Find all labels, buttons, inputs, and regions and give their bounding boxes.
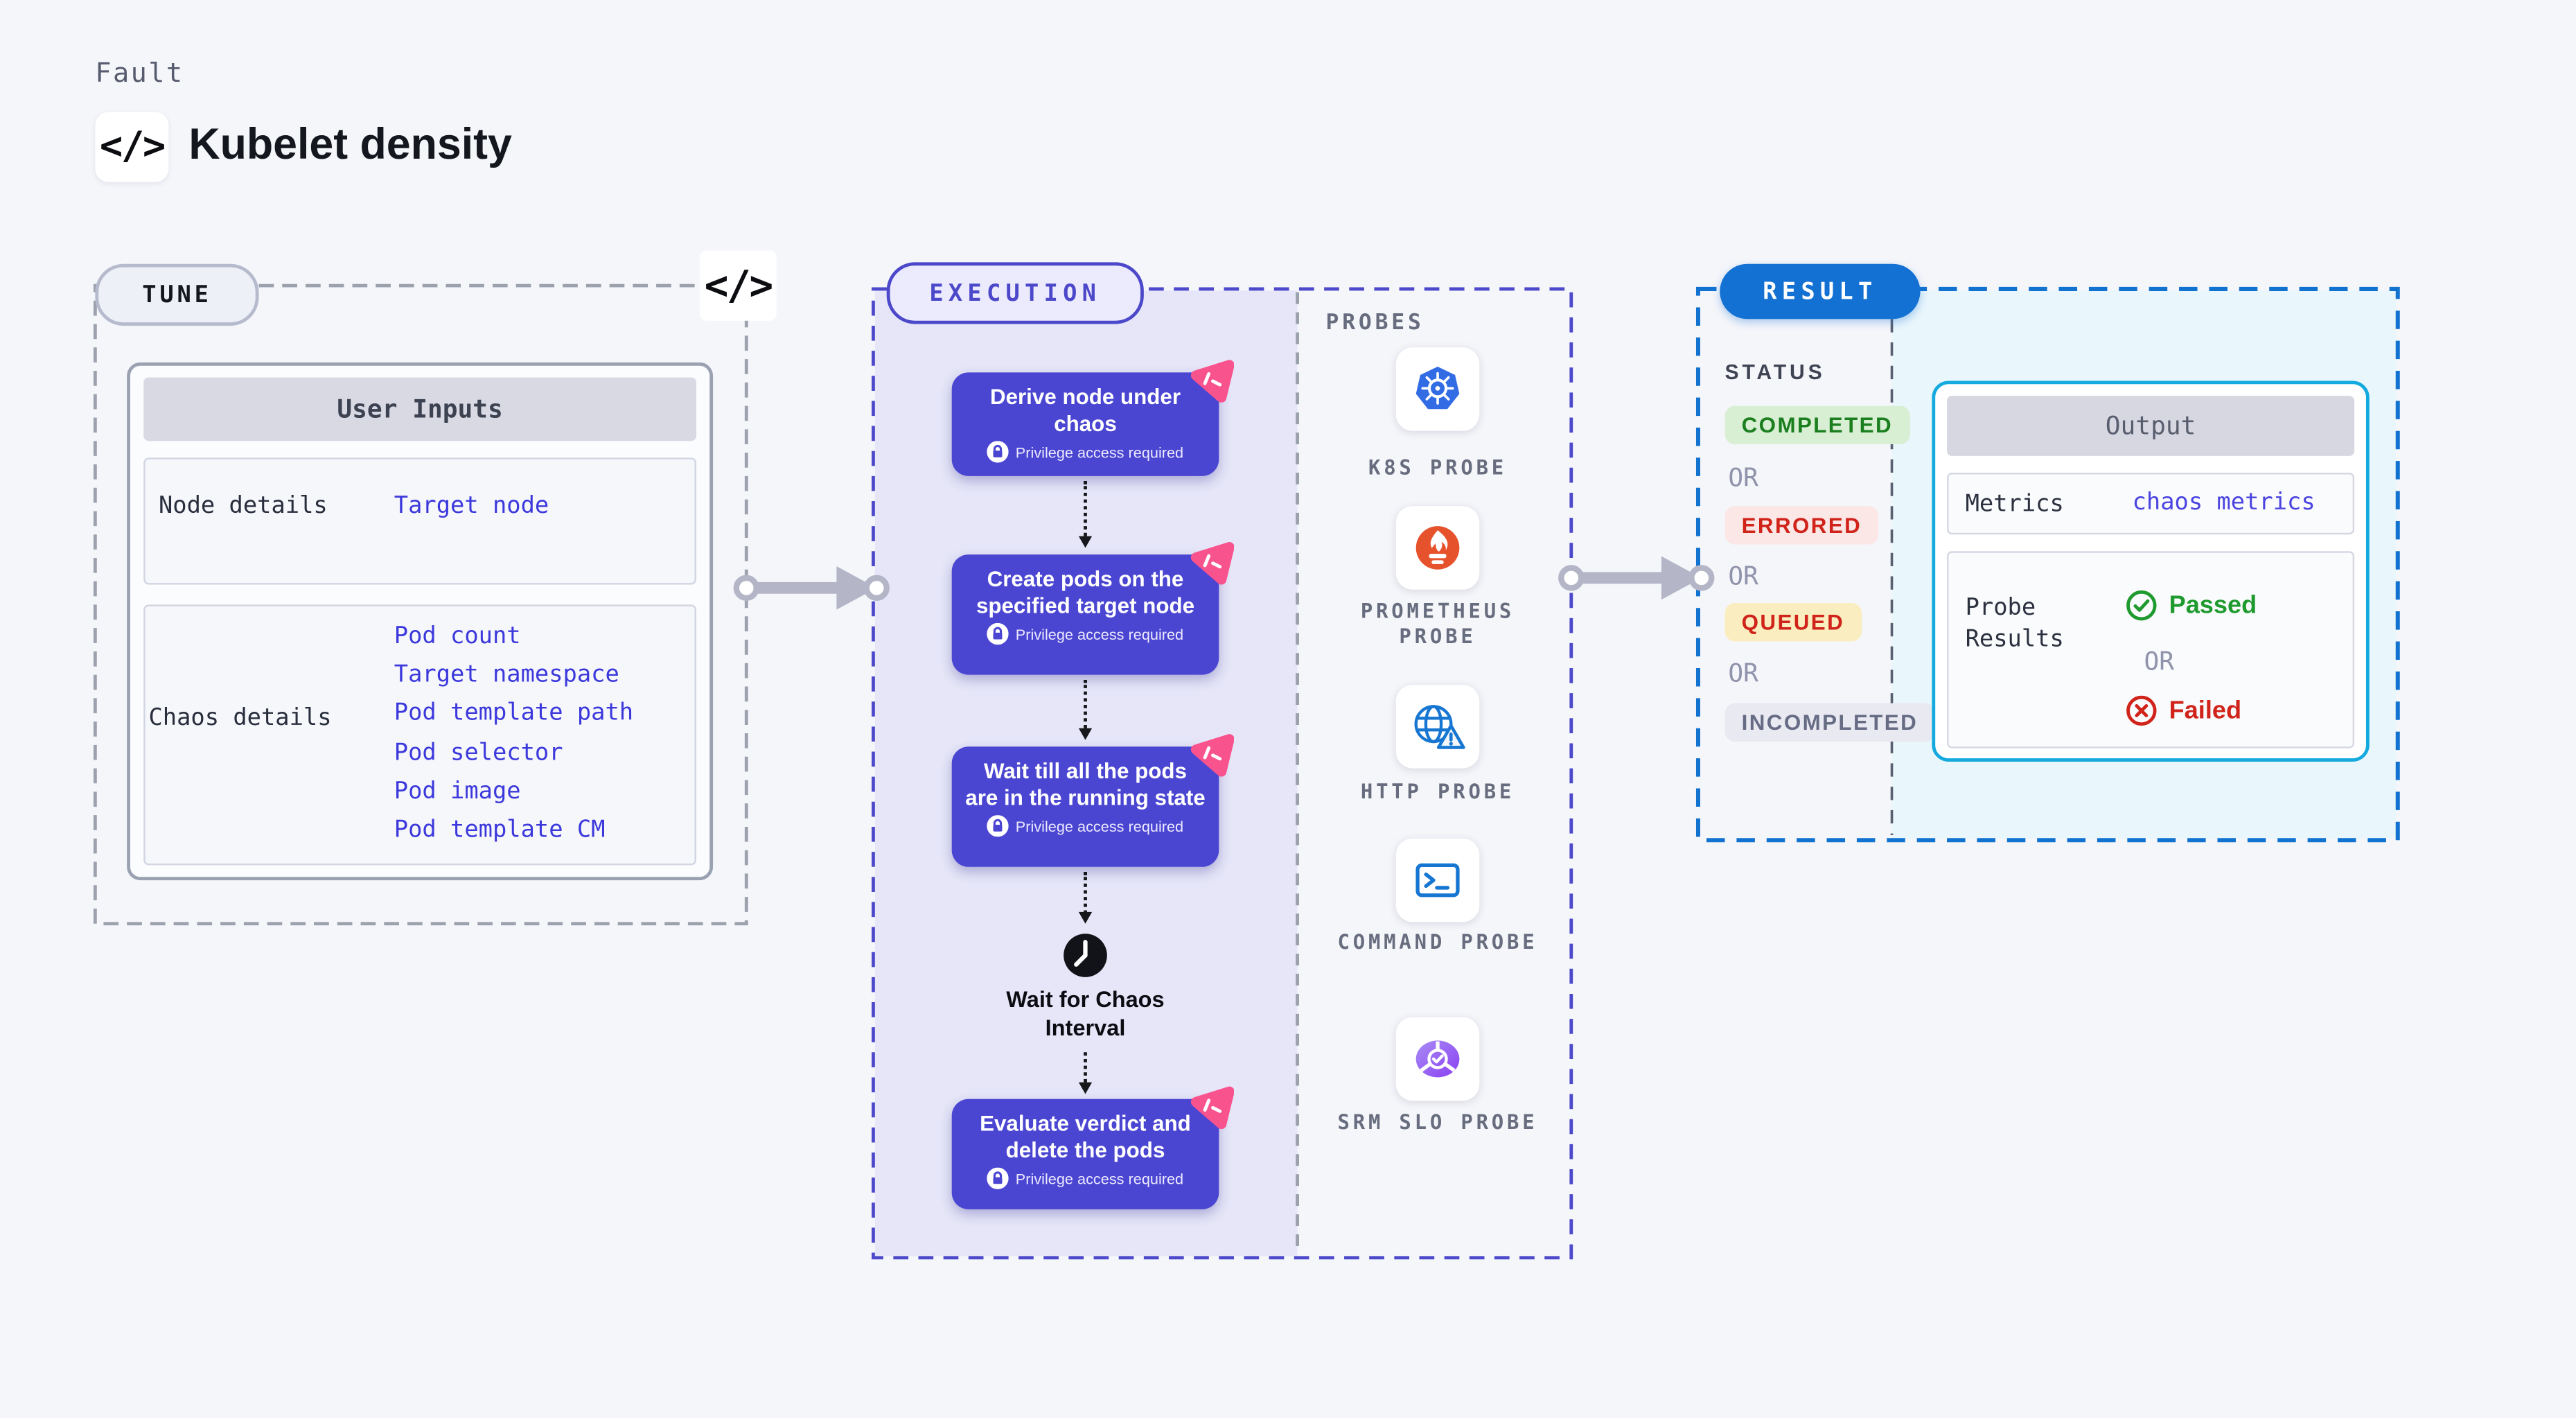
flow-connector [1078,679,1093,740]
page-title: Kubelet density [188,119,512,169]
step-title: Derive node under chaos [989,384,1181,435]
flow-connector [1078,1052,1093,1094]
prometheus-icon [1415,526,1460,570]
lock-icon [987,622,1009,645]
k8s-probe-card [1395,347,1480,431]
probe-label: HTTP PROBE [1360,780,1515,804]
chaos-experiment-icon [1190,360,1234,403]
privilege-note: Privilege access required [952,1167,1219,1189]
failed-verdict: Failed [2126,695,2241,727]
step-title: Wait till all the pods are in the runnin… [965,758,1206,809]
execution-step-wait-pods: Wait till all the pods are in the runnin… [951,734,1234,867]
check-circle-icon [2126,590,2157,621]
fault-kicker: Fault [95,56,184,89]
result-dashed-box [1695,286,2400,843]
metrics-row: Metrics chaos metrics [1947,473,2355,535]
flow-connector [1078,872,1093,924]
status-badge-completed: COMPLETED [1724,405,1910,445]
row-label: Chaos details [148,705,332,732]
or-separator: OR [1728,658,1758,688]
execution-step-evaluate-verdict: Evaluate verdict and delete the pods Pri… [951,1086,1234,1209]
node-details-row: Node details Target node [143,457,696,585]
flow-connector [1078,481,1093,548]
privilege-note: Privilege access required [952,815,1219,837]
output-header: Output [1947,396,2355,456]
prometheus-probe-card [1395,506,1480,590]
http-probe-card [1395,685,1480,769]
pod-count-link[interactable]: Pod count [394,622,521,650]
arrow-tune-to-execution [733,566,890,610]
clock-icon [1064,934,1107,977]
code-icon: </> [95,112,169,182]
target-namespace-link[interactable]: Target namespace [394,661,619,689]
chaos-experiment-icon [1190,734,1234,777]
status-badge-incompleted: INCOMPLETED [1724,703,1935,742]
pod-template-cm-link[interactable]: Pod template CM [394,816,606,843]
probe-label: K8S PROBE [1368,455,1508,480]
probe-results-label: Probe Results [1965,594,2064,654]
chaos-details-row: Chaos details Pod count Target namespace… [143,604,696,866]
execution-pill: EXECUTION [886,262,1144,324]
step-title: Create pods on the specified target node [976,566,1195,618]
status-heading: STATUS [1724,360,1826,385]
or-separator: OR [2144,646,2174,677]
x-circle-icon [2126,695,2157,726]
step-title: Evaluate verdict and delete the pods [980,1110,1191,1162]
probe-label: COMMAND PROBE [1337,930,1538,954]
passed-verdict: Passed [2126,590,2257,622]
lock-icon [987,815,1009,837]
execution-step-derive-node: Derive node under chaos Privilege access… [951,360,1234,476]
pod-image-link[interactable]: Pod image [394,778,521,805]
probe-label: SRM SLO PROBE [1337,1110,1538,1135]
probe-results-row: Probe Results Passed OR Failed [1947,551,2355,749]
pod-selector-link[interactable]: Pod selector [394,739,563,767]
status-badge-queued: QUEUED [1724,603,1862,642]
code-icon: </> [699,250,777,321]
privilege-note: Privilege access required [952,622,1219,645]
probes-heading: PROBES [1325,310,1424,336]
target-node-link[interactable]: Target node [394,492,549,520]
user-inputs-header: User Inputs [143,377,696,441]
chaos-metrics-link[interactable]: chaos metrics [2132,489,2315,516]
execution-step-create-pods: Create pods on the specified target node… [951,542,1234,675]
srm-slo-probe-card [1395,1017,1480,1101]
privilege-note: Privilege access required [952,441,1219,463]
lock-icon [987,1167,1009,1189]
lock-icon [987,441,1009,463]
terminal-icon [1415,863,1460,898]
slo-gauge-icon [1415,1040,1460,1078]
chaos-experiment-icon [1190,1086,1234,1130]
wait-for-chaos-interval-label: Wait for Chaos Interval [1006,987,1165,1041]
result-pill: RESULT [1720,263,1921,320]
tune-pill: TUNE [95,263,259,326]
globe-warning-icon [1414,705,1465,749]
or-separator: OR [1728,561,1758,592]
pod-template-path-link[interactable]: Pod template path [394,700,634,728]
execution-dashed-box [872,287,1573,1260]
tune-dashed-box [93,283,748,926]
or-separator: OR [1728,462,1758,493]
command-probe-card [1395,838,1480,922]
chaos-links-list: Pod count Target namespace Pod template … [394,623,633,843]
metrics-label: Metrics [1965,491,2064,518]
arrow-execution-to-result [1558,556,1715,600]
row-label: Node details [158,492,328,520]
chaos-experiment-icon [1190,542,1234,585]
kubernetes-icon [1415,366,1460,410]
status-badge-errored: ERRORED [1724,506,1879,545]
probe-label: PROMETHEUS PROBE [1360,599,1515,649]
